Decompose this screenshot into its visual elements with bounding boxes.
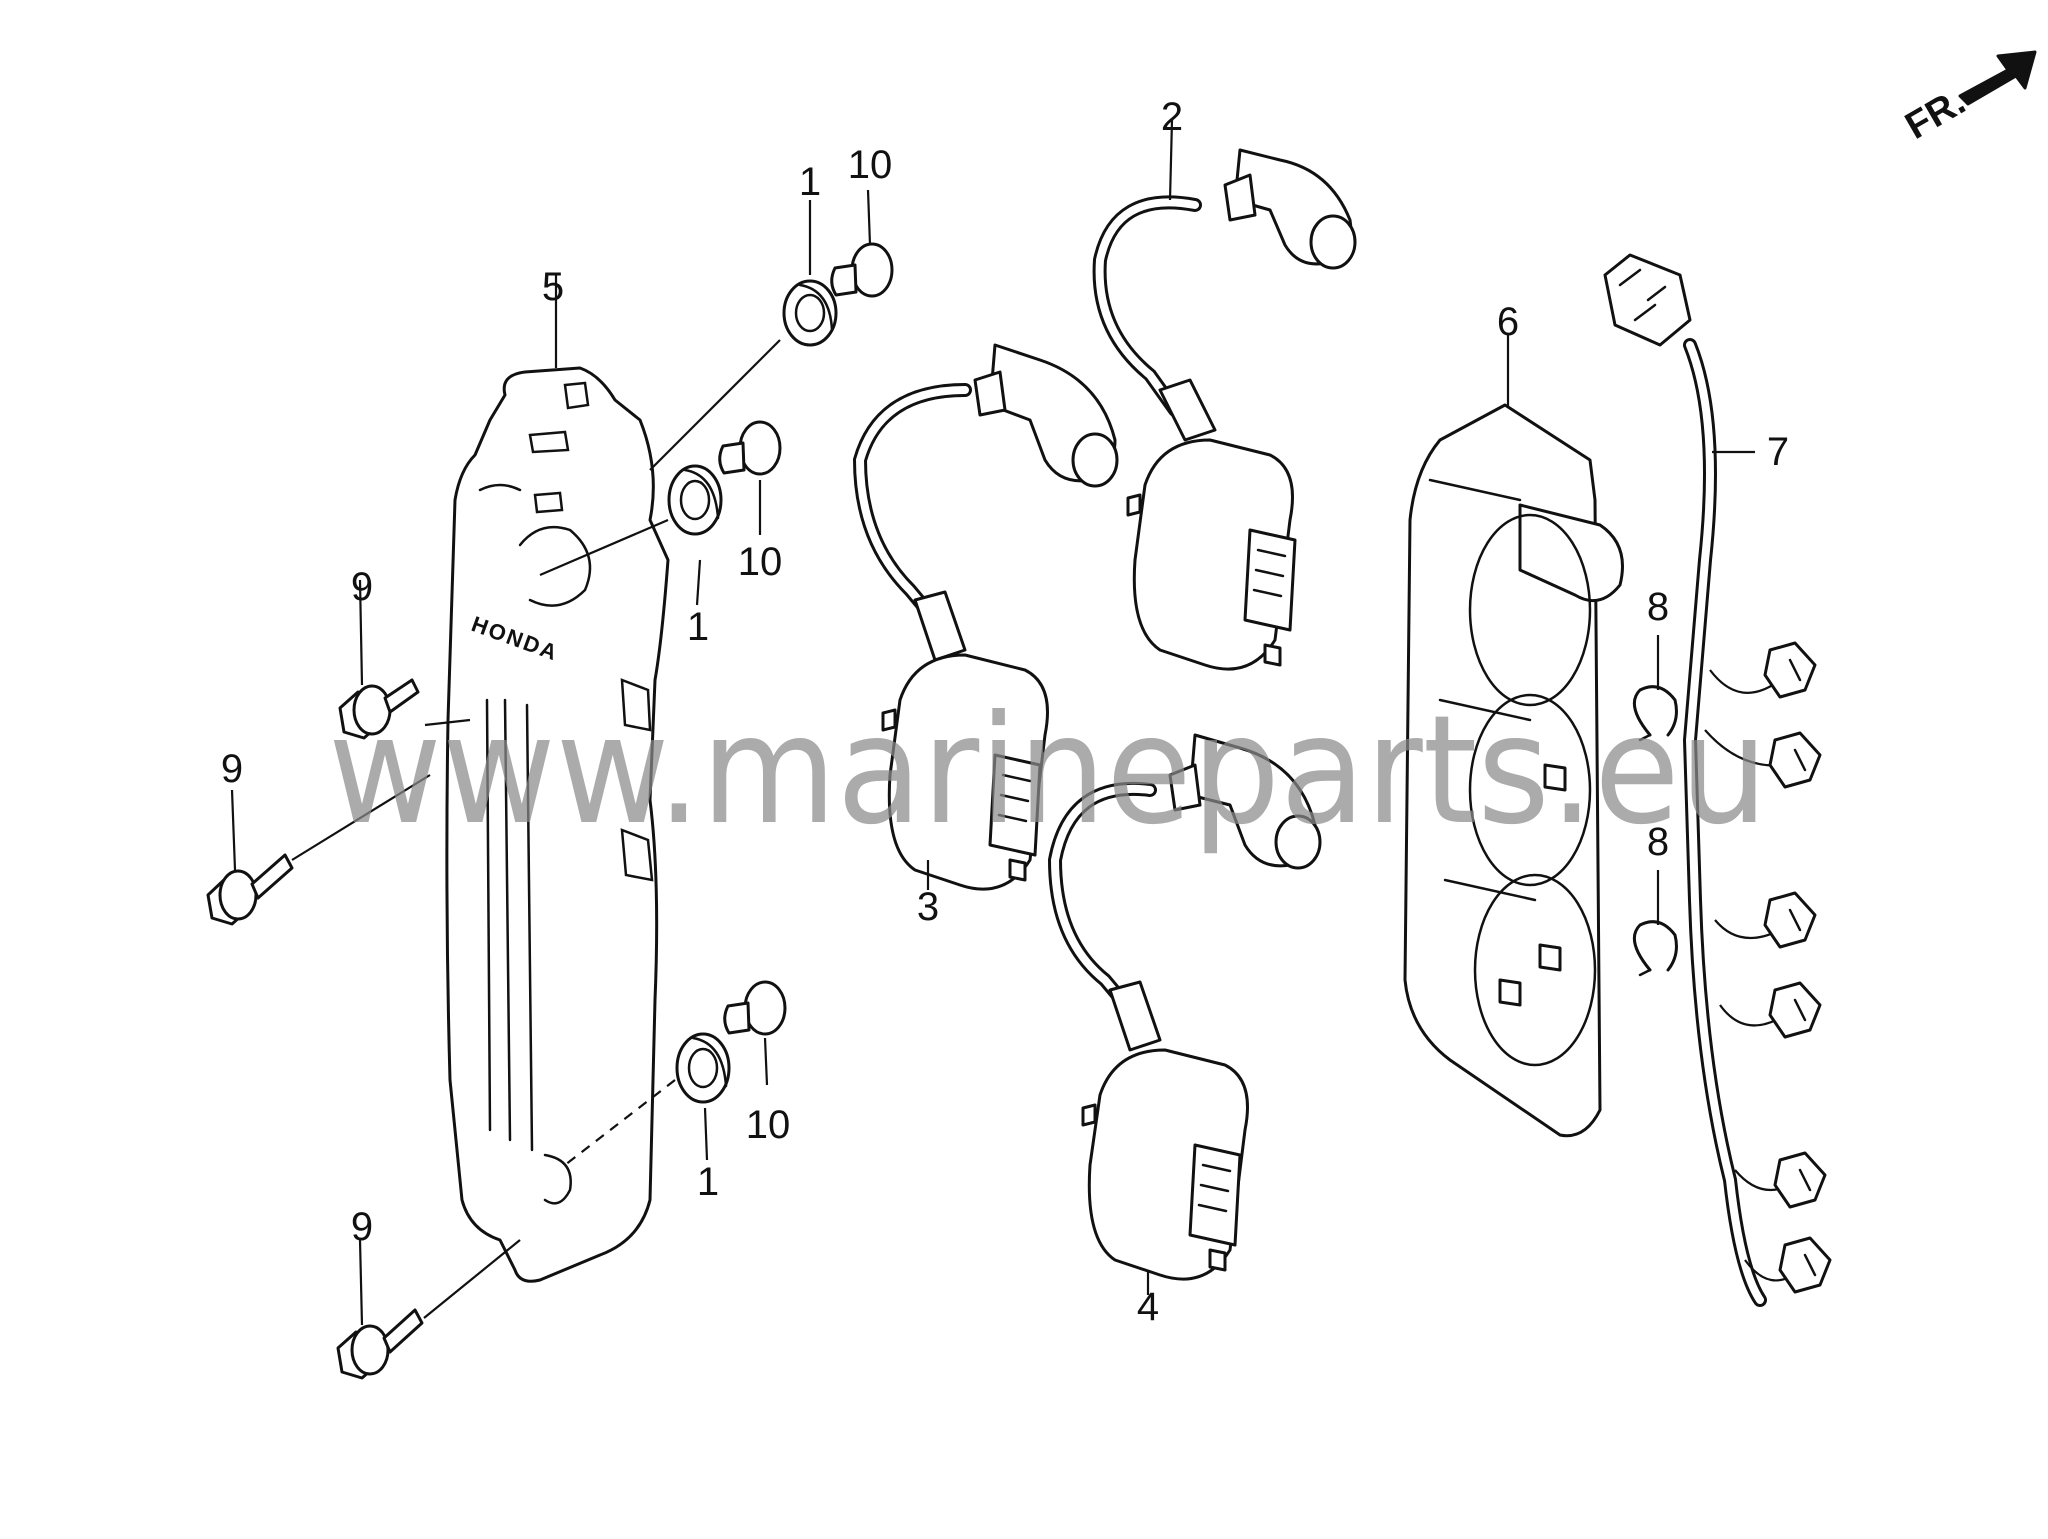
harness-connector-5 (1773, 1151, 1827, 1209)
ignition-coil-3 (852, 343, 1119, 891)
callout-9-lower: 9 (351, 1205, 373, 1249)
wire-clip-lower (1632, 920, 1678, 977)
ignition-coil-2 (1092, 148, 1357, 671)
callout-2: 2 (1161, 95, 1183, 139)
grommet-lower (675, 1032, 731, 1104)
callout-10-upper: 10 (848, 143, 893, 187)
collar-middle (718, 420, 782, 476)
bolt-middle (206, 853, 294, 926)
wire-harness (1603, 253, 1832, 1307)
collar-lower (723, 980, 787, 1036)
callout-8-lower: 8 (1647, 820, 1669, 864)
callout-9-middle: 9 (221, 747, 243, 791)
callout-7: 7 (1767, 430, 1789, 474)
callout-5: 5 (542, 265, 564, 309)
ignition-coil-4 (1047, 733, 1322, 1281)
front-direction-arrow: FR. (1899, 50, 2037, 148)
callout-8-upper: 8 (1647, 585, 1669, 629)
collar-upper (830, 242, 894, 298)
bolt-upper (338, 678, 420, 740)
callout-10-middle: 10 (738, 540, 783, 584)
grommet-upper (782, 279, 838, 347)
callout-10-lower: 10 (746, 1103, 791, 1147)
harness-connector-6 (1778, 1236, 1832, 1294)
leader-lines (230, 119, 1755, 1326)
bolt-lower (336, 1308, 424, 1380)
grommet-middle (667, 464, 723, 536)
callouts: 1 10 5 10 1 9 9 9 10 1 2 3 4 6 7 8 8 (221, 95, 1789, 1329)
callout-3: 3 (917, 885, 939, 929)
harness-connector-2 (1768, 731, 1822, 789)
callout-4: 4 (1137, 1285, 1159, 1329)
harness-connector-1 (1763, 641, 1817, 699)
watermark: www.marineparts.eu (328, 684, 1768, 858)
coil-cover: HONDA (445, 366, 670, 1283)
front-label: FR. (1899, 81, 1973, 148)
callout-6: 6 (1497, 300, 1519, 344)
callout-1-middle: 1 (687, 605, 709, 649)
coil-bracket (1403, 403, 1624, 1138)
callout-1-lower: 1 (697, 1160, 719, 1204)
harness-connector-3 (1763, 891, 1817, 949)
callout-9-upper: 9 (351, 565, 373, 609)
harness-connector-4 (1768, 981, 1822, 1039)
callout-1-upper: 1 (799, 160, 821, 204)
